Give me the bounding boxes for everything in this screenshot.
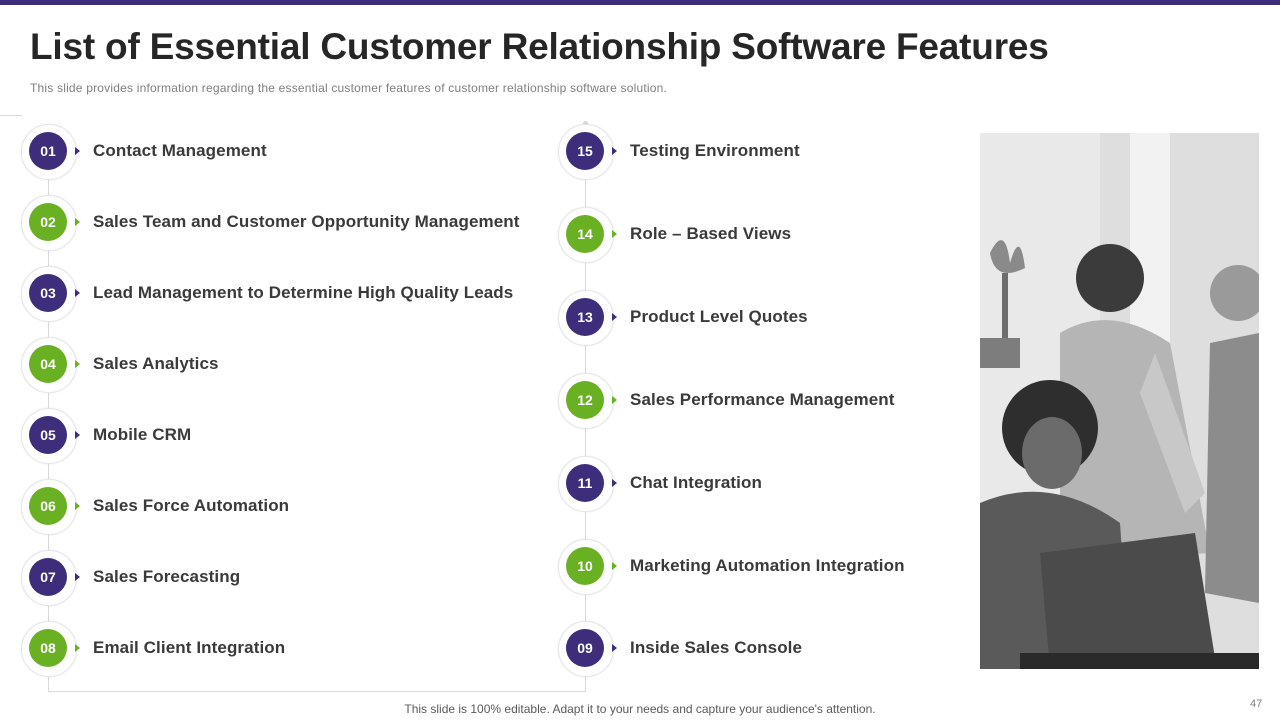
arrow-icon — [75, 289, 80, 297]
feature-label: Chat Integration — [630, 473, 762, 492]
feature-label: Mobile CRM — [93, 425, 192, 444]
number-badge: 06 — [29, 487, 67, 525]
number-badge: 14 — [566, 215, 604, 253]
feature-item-08: 08 Email Client Integration — [21, 621, 541, 677]
feature-item-14: 14 Role – Based Views — [558, 207, 958, 263]
feature-item-07: 07 Sales Forecasting — [21, 550, 541, 606]
feature-label: Product Level Quotes — [630, 307, 808, 326]
number-badge: 02 — [29, 203, 67, 241]
feature-item-01: 01 Contact Management — [21, 124, 541, 180]
feature-label: Testing Environment — [630, 141, 800, 160]
feature-item-04: 04 Sales Analytics — [21, 337, 541, 393]
feature-item-06: 06 Sales Force Automation — [21, 479, 541, 535]
feature-label: Role – Based Views — [630, 224, 792, 243]
feature-item-11: 11 Chat Integration — [558, 456, 958, 512]
feature-item-15: 15 Testing Environment — [558, 124, 958, 180]
number-badge: 12 — [566, 381, 604, 419]
number-badge: 11 — [566, 464, 604, 502]
number-badge: 01 — [29, 132, 67, 170]
slide-title: List of Essential Customer Relationship … — [30, 26, 1049, 67]
page-number: 47 — [1250, 698, 1263, 710]
arrow-icon — [612, 396, 617, 404]
number-badge: 08 — [29, 629, 67, 667]
arrow-icon — [612, 147, 617, 155]
feature-item-13: 13 Product Level Quotes — [558, 290, 958, 346]
feature-item-10: 10 Marketing Automation Integration — [558, 539, 958, 595]
feature-label: Marketing Automation Integration — [630, 556, 905, 575]
arrow-icon — [75, 360, 80, 368]
feature-label: Inside Sales Console — [630, 638, 803, 657]
arrow-icon — [75, 147, 80, 155]
feature-item-02: 02 Sales Team and Customer Opportunity M… — [21, 195, 541, 251]
top-accent-bar — [0, 0, 1280, 5]
team-photo-illustration — [980, 133, 1259, 669]
number-badge: 07 — [29, 558, 67, 596]
number-badge: 15 — [566, 132, 604, 170]
feature-item-09: 09 Inside Sales Console — [558, 621, 958, 677]
arrow-icon — [612, 230, 617, 238]
number-badge: 10 — [566, 547, 604, 585]
feature-label: Lead Management to Determine High Qualit… — [93, 283, 514, 302]
footer-note: This slide is 100% editable. Adapt it to… — [404, 702, 876, 716]
feature-item-05: 05 Mobile CRM — [21, 408, 541, 464]
number-badge: 13 — [566, 298, 604, 336]
arrow-icon — [75, 218, 80, 226]
number-badge: 09 — [566, 629, 604, 667]
number-badge: 04 — [29, 345, 67, 383]
feature-label: Sales Team and Customer Opportunity Mana… — [93, 212, 520, 231]
feature-label: Sales Force Automation — [93, 496, 290, 515]
feature-label: Sales Analytics — [93, 354, 219, 373]
feature-label: Sales Forecasting — [93, 567, 241, 586]
number-badge: 03 — [29, 274, 67, 312]
feature-item-12: 12 Sales Performance Management — [558, 373, 958, 429]
feature-label: Sales Performance Management — [630, 390, 895, 409]
feature-label: Contact Management — [93, 141, 267, 160]
team-photo — [980, 133, 1259, 669]
arrow-icon — [75, 644, 80, 652]
arrow-icon — [75, 573, 80, 581]
slide-subtitle: This slide provides information regardin… — [30, 81, 668, 95]
arrow-icon — [612, 562, 617, 570]
arrow-icon — [612, 479, 617, 487]
feature-label: Email Client Integration — [93, 638, 286, 657]
feature-item-03: 03 Lead Management to Determine High Qua… — [21, 266, 541, 322]
arrow-icon — [612, 313, 617, 321]
arrow-icon — [612, 644, 617, 652]
number-badge: 05 — [29, 416, 67, 454]
arrow-icon — [75, 431, 80, 439]
arrow-icon — [75, 502, 80, 510]
